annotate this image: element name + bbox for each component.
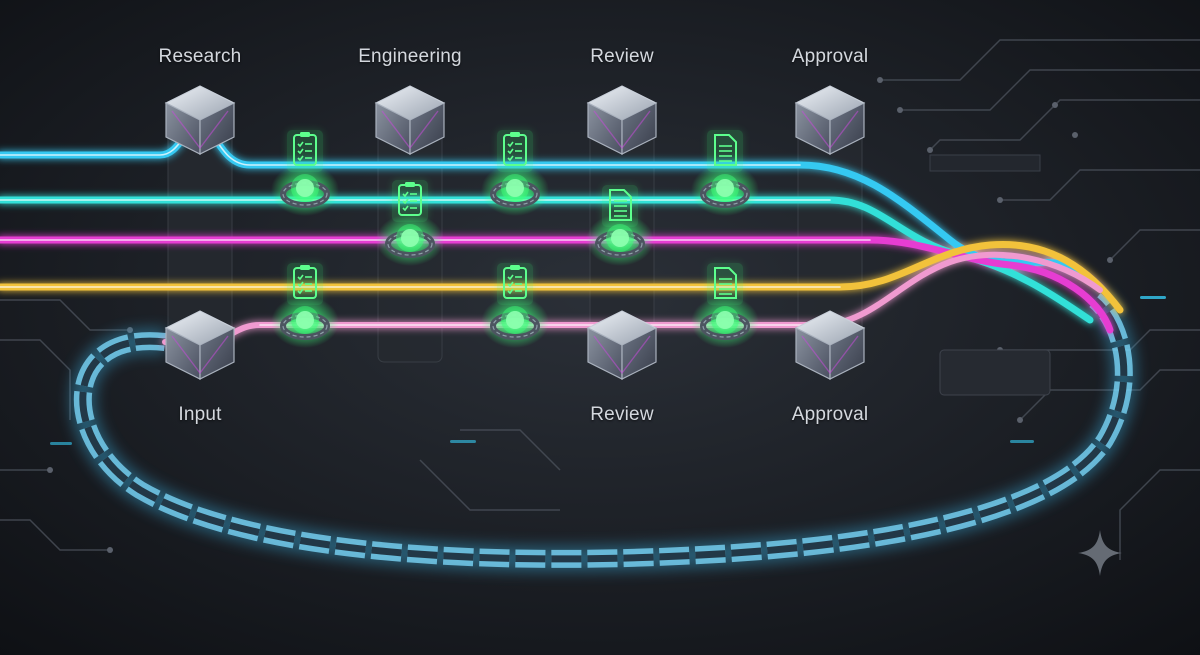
gear-ring-icon — [481, 296, 549, 348]
document-icon — [602, 185, 638, 227]
clipboard-checklist-icon — [497, 263, 533, 305]
clipboard-checklist-icon — [287, 130, 323, 172]
strand-magenta — [0, 236, 1114, 334]
cube-icon — [794, 310, 866, 380]
stage-label-review-bottom: Review — [590, 404, 654, 425]
document-icon — [707, 263, 743, 305]
gear-ring-icon — [271, 296, 339, 348]
circuit-block — [929, 154, 1041, 172]
gear-ring-icon — [691, 296, 759, 348]
accent-dash — [1010, 440, 1034, 443]
stage-label-review: Review — [590, 46, 654, 67]
stage-label-engineering: Engineering — [358, 46, 462, 67]
cube-icon — [374, 85, 446, 155]
cube-icon — [164, 310, 236, 380]
clipboard-checklist-icon — [287, 263, 323, 305]
document-icon — [707, 130, 743, 172]
stage-label-research: Research — [158, 46, 242, 67]
accent-dash — [1140, 296, 1166, 299]
gear-ring-icon — [691, 164, 759, 216]
stage-label-approval: Approval — [791, 46, 869, 67]
gear-ring-icon — [586, 214, 654, 266]
stage-label-approval-bottom: Approval — [791, 404, 869, 425]
clipboard-checklist-icon — [392, 180, 428, 222]
task-icons — [287, 130, 743, 305]
gear-ring-icon — [376, 214, 444, 266]
chain-core-path — [79, 297, 1128, 563]
gear-ring-icon — [481, 164, 549, 216]
strand-yellow — [0, 240, 1124, 314]
sparkle-icon — [1078, 530, 1122, 576]
cube-icon — [586, 85, 658, 155]
cube-icon — [164, 85, 236, 155]
strand-pink — [162, 251, 1103, 345]
accent-dash — [50, 442, 72, 445]
stage-nodes — [164, 85, 866, 380]
cube-icon — [794, 85, 866, 155]
checkpoints — [271, 164, 759, 348]
accent-dash — [450, 440, 476, 443]
cube-icon — [586, 310, 658, 380]
clipboard-checklist-icon — [497, 130, 533, 172]
stage-label-input: Input — [178, 404, 222, 425]
chain-loop — [69, 289, 1137, 572]
circuit-block — [939, 349, 1051, 396]
gear-ring-icon — [271, 164, 339, 216]
